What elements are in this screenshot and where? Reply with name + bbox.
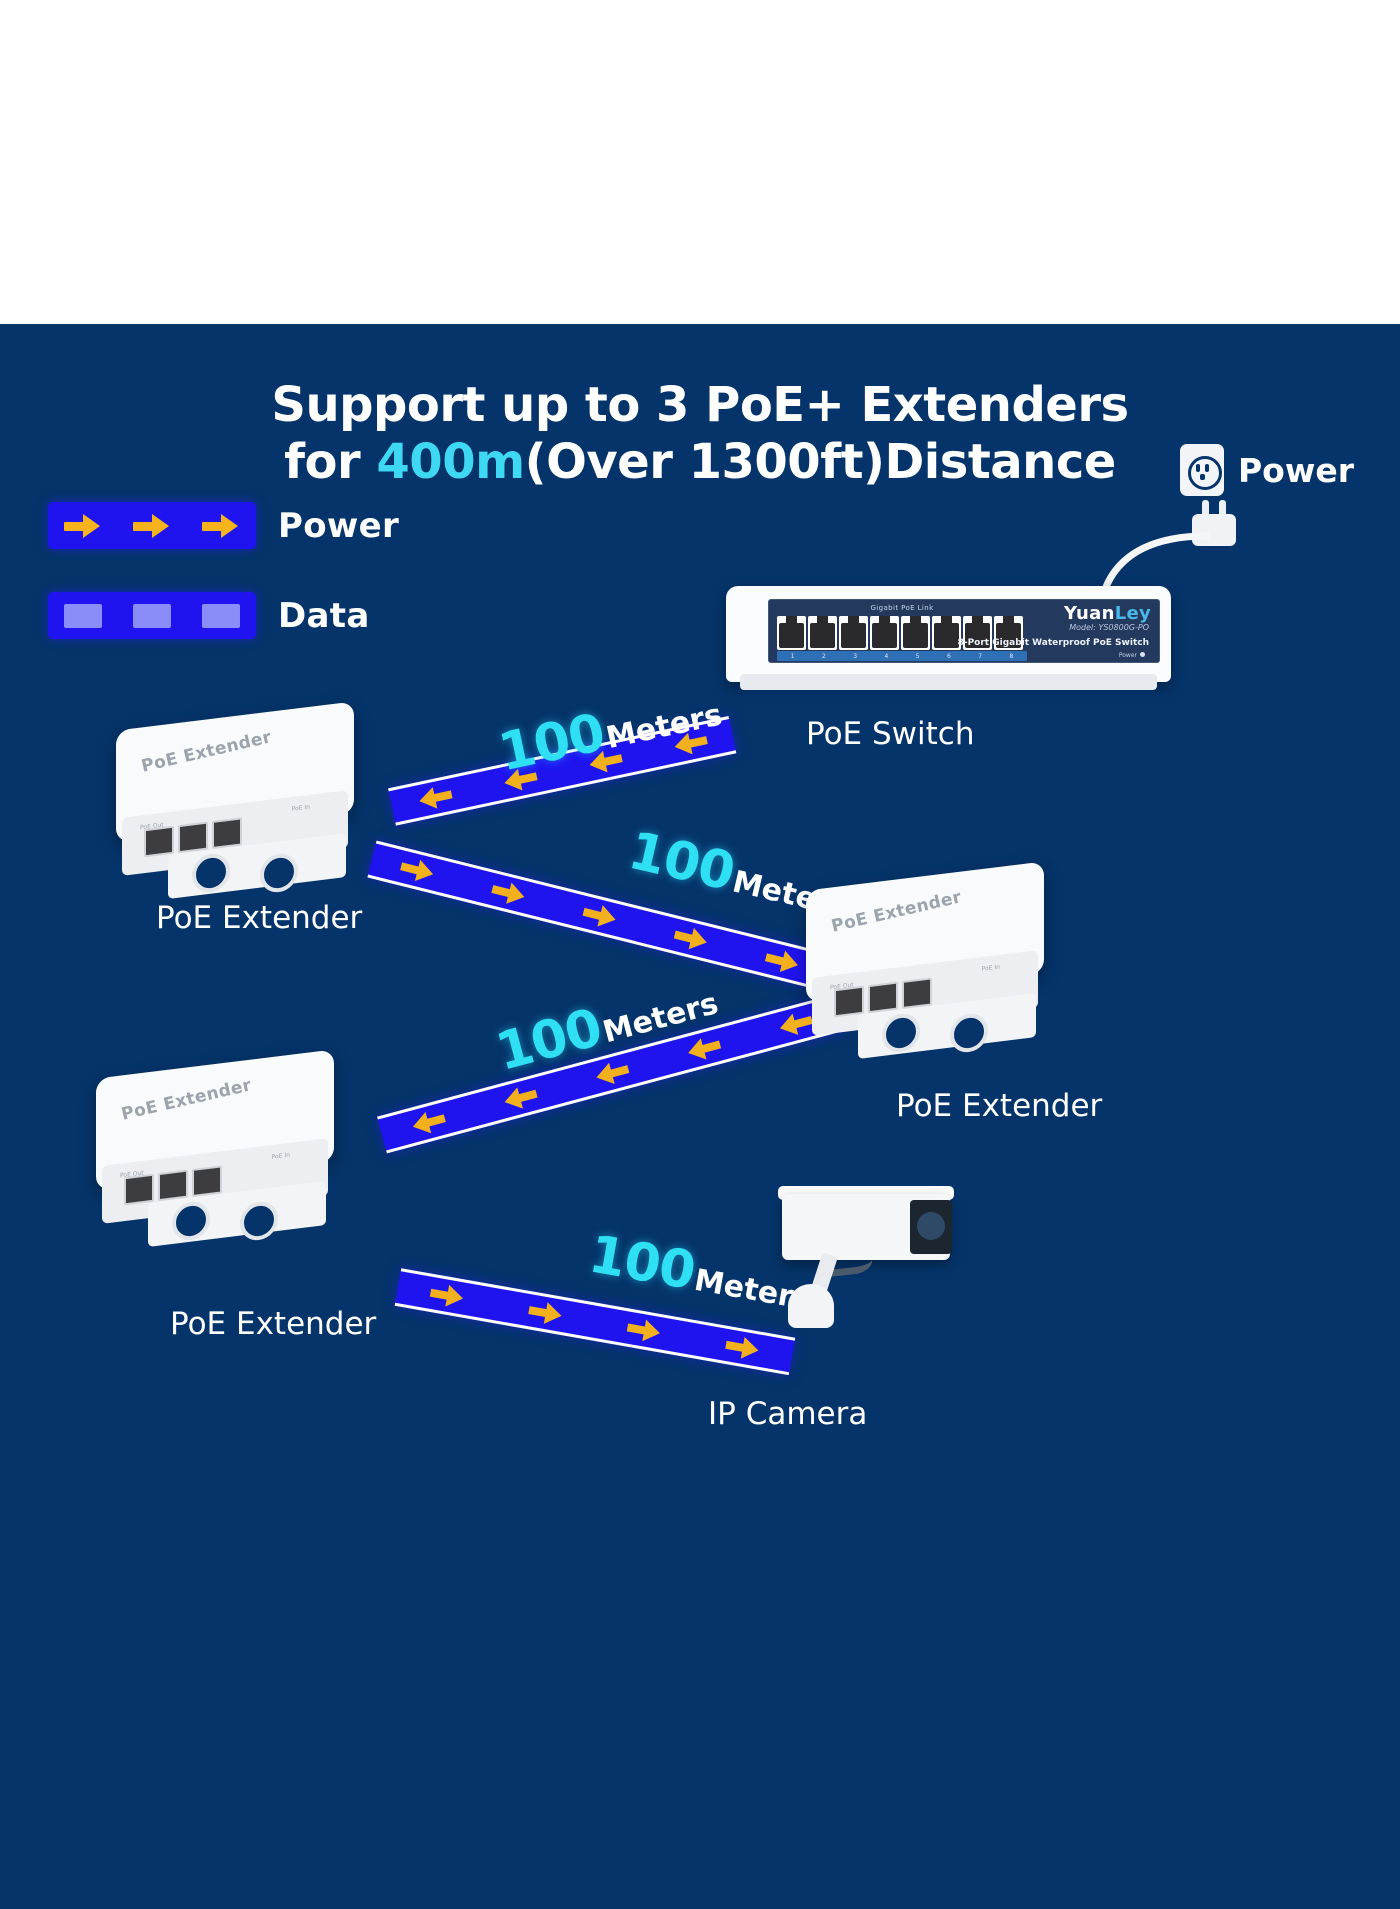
block-icon	[63, 603, 102, 628]
switch-port-group	[777, 616, 1027, 650]
rj45-port-icon	[777, 616, 806, 650]
rj45-port-icon	[994, 616, 1023, 650]
arrow-icon	[416, 784, 454, 813]
arrow-icon	[202, 513, 240, 539]
camera-lens-icon	[910, 1200, 952, 1254]
device-ip-camera	[760, 1184, 980, 1344]
rj45-port-icon	[158, 1169, 188, 1202]
switch-link-label: Gigabit PoE Link	[870, 604, 934, 612]
rj45-port-icon	[144, 825, 174, 858]
legend-swatch-data	[48, 592, 256, 639]
rj45-port-icon	[963, 616, 992, 650]
arrow-icon	[724, 1334, 761, 1362]
switch-port-numbers: 1 2 3 4 5 6 7 8	[777, 651, 1027, 661]
device-poe-extender-1: PoE Extender PoE Out PoE In	[96, 701, 354, 899]
rj45-port-icon	[834, 985, 864, 1018]
distance-value: 100	[623, 820, 740, 903]
power-plug-icon	[1188, 500, 1240, 546]
switch-description: 8-Port Gigabit Waterproof PoE Switch	[957, 638, 1149, 648]
rj45-port-icon	[901, 616, 930, 650]
switch-front-panel: Gigabit PoE Link 1 2 3 4 5	[768, 599, 1160, 663]
rj45-port-icon	[212, 817, 242, 850]
legend-label-data: Data	[278, 595, 370, 636]
rj45-port-icon	[870, 616, 899, 650]
switch-power-indicator: Power	[1119, 652, 1145, 659]
label-poe-extender-2: PoE Extender	[896, 1088, 1103, 1124]
rj45-port-icon	[124, 1173, 154, 1206]
device-poe-switch: Gigabit PoE Link 1 2 3 4 5	[726, 586, 1171, 696]
arrow-icon	[429, 1282, 466, 1310]
label-poe-extender-1: PoE Extender	[156, 900, 363, 936]
arrow-icon	[581, 901, 619, 931]
power-source-label: Power	[1238, 450, 1354, 490]
camera-mount	[788, 1284, 834, 1328]
legend-swatch-power	[48, 502, 256, 549]
label-ip-camera: IP Camera	[708, 1396, 868, 1432]
arrow-icon	[672, 924, 710, 954]
device-poe-extender-3: PoE Extender PoE Out PoE In	[76, 1049, 334, 1247]
rj45-port-icon	[902, 977, 932, 1010]
rj45-port-icon	[192, 1165, 222, 1198]
device-poe-extender-2: PoE Extender PoE Out PoE In	[786, 861, 1044, 1059]
arrow-icon	[626, 1317, 663, 1345]
arrow-icon	[500, 1083, 539, 1113]
rj45-port-icon	[868, 981, 898, 1014]
diagram-canvas: Support up to 3 PoE+ Extenders for 400m(…	[0, 324, 1400, 1909]
title-prefix: for	[284, 434, 377, 490]
arrow-icon	[527, 1299, 564, 1327]
switch-brand: YuanLey	[1063, 603, 1151, 624]
label-poe-switch: PoE Switch	[806, 716, 975, 752]
arrow-icon	[132, 513, 171, 539]
switch-model: Model: YS0800G-PO	[1069, 623, 1149, 632]
rj45-port-icon	[839, 616, 868, 650]
title-suffix: (Over 1300ft)Distance	[524, 434, 1117, 490]
power-outlet-icon	[1180, 444, 1224, 496]
arrow-icon	[409, 1108, 448, 1138]
rj45-port-icon	[178, 821, 208, 854]
rj45-port-icon	[932, 616, 961, 650]
arrow-icon	[490, 878, 528, 908]
distance-value: 100	[584, 1224, 700, 1302]
block-icon	[202, 603, 241, 628]
label-poe-extender-3: PoE Extender	[170, 1306, 377, 1342]
legend-label-power: Power	[278, 505, 400, 546]
legend-item-data: Data	[48, 592, 370, 639]
arrow-icon	[684, 1034, 723, 1064]
page-title-line1: Support up to 3 PoE+ Extenders	[271, 377, 1129, 433]
arrow-icon	[63, 513, 102, 539]
rj45-port-icon	[808, 616, 837, 650]
power-source-group: Power	[1180, 444, 1354, 496]
title-highlight-distance: 400m	[376, 434, 525, 490]
legend-item-power: Power	[48, 502, 399, 549]
arrow-icon	[398, 856, 436, 886]
arrow-icon	[592, 1059, 631, 1089]
block-icon	[132, 603, 171, 628]
page-title-line2: for 400m(Over 1300ft)Distance	[0, 437, 1400, 488]
